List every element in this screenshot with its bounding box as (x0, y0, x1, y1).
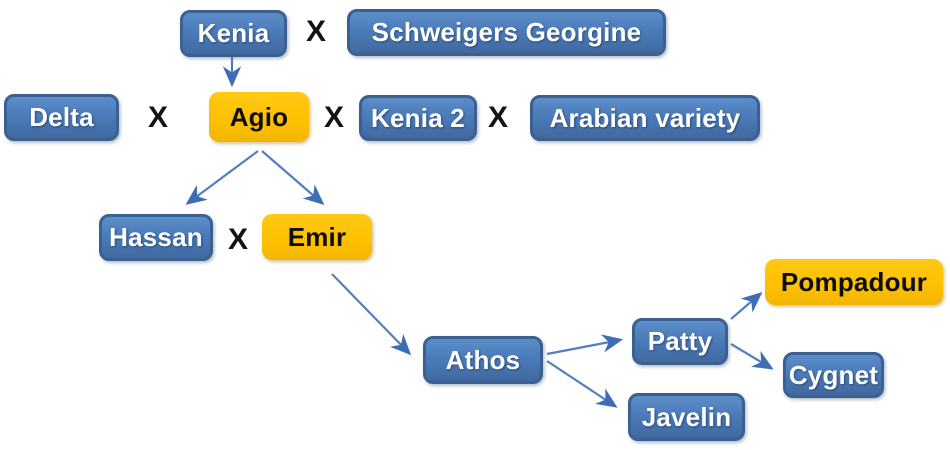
cross-symbol-1: X (305, 15, 327, 48)
edge-athos-patty (546, 334, 624, 356)
edge-emir-athos (331, 273, 412, 356)
cross-symbol-2: X (147, 101, 169, 134)
cross-symbol-4: X (487, 101, 509, 134)
node-schweigers-georgine: Schweigers Georgine (347, 9, 666, 56)
node-patty: Patty (632, 318, 728, 365)
cross-symbol-3: X (323, 101, 345, 134)
edge-agio-hassan (185, 150, 259, 205)
node-delta: Delta (4, 94, 119, 141)
node-cygnet: Cygnet (783, 352, 884, 398)
node-athos: Athos (423, 336, 543, 384)
node-javelin: Javelin (628, 393, 745, 441)
edge-patty-pompadour (730, 291, 763, 320)
node-emir: Emir (262, 214, 372, 260)
node-kenia-2: Kenia 2 (359, 95, 477, 141)
edge-patty-cygnet (730, 343, 774, 370)
node-pompadour: Pompadour (765, 259, 943, 305)
edge-athos-javelin (546, 360, 618, 408)
edge-agio-emir (261, 150, 325, 206)
node-agio: Agio (209, 92, 309, 142)
node-arabian-variety: Arabian variety (530, 95, 760, 141)
node-hassan: Hassan (99, 214, 213, 261)
node-kenia: Kenia (180, 10, 287, 57)
cross-symbol-5: X (227, 223, 249, 256)
